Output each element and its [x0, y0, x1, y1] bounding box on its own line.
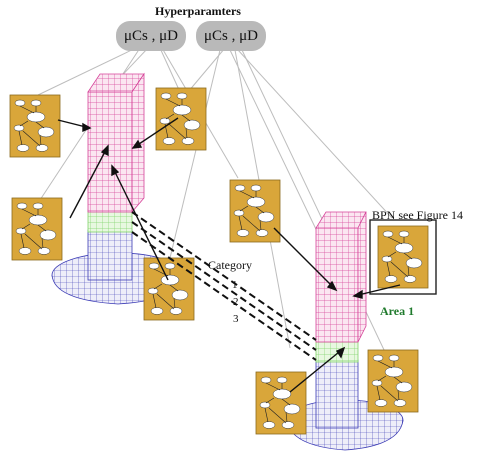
right-tower-mesh — [286, 211, 404, 451]
bpn-reference-panel — [369, 219, 437, 295]
bpn-reference-label: BPN see Figure 14 — [372, 208, 463, 222]
bpn-panel-right-bottom-right — [367, 349, 419, 413]
bpn-panel-right-bottom-left — [255, 371, 307, 435]
category-number: 1 — [232, 279, 238, 291]
hyperparameter-node-2: μCs , μD — [196, 21, 266, 51]
category-number: 2 — [233, 296, 239, 308]
hyperparameters-title: Hyperparamters — [155, 4, 241, 18]
bpn-panel-left-top — [9, 94, 61, 158]
category-label: Category — [208, 258, 252, 272]
hyperparameter-node-1: μCs , μD — [116, 21, 186, 51]
category-dashed-lines — [131, 211, 317, 361]
category-number: 3 — [233, 313, 239, 325]
bpn-panel-left-mid — [11, 197, 63, 261]
arrows — [57, 117, 401, 393]
bpn-panel-center-top — [155, 87, 207, 151]
bpn-panel-category — [143, 257, 195, 321]
bpn-panel-center-mid — [229, 179, 281, 243]
area-label: Area 1 — [380, 304, 415, 318]
